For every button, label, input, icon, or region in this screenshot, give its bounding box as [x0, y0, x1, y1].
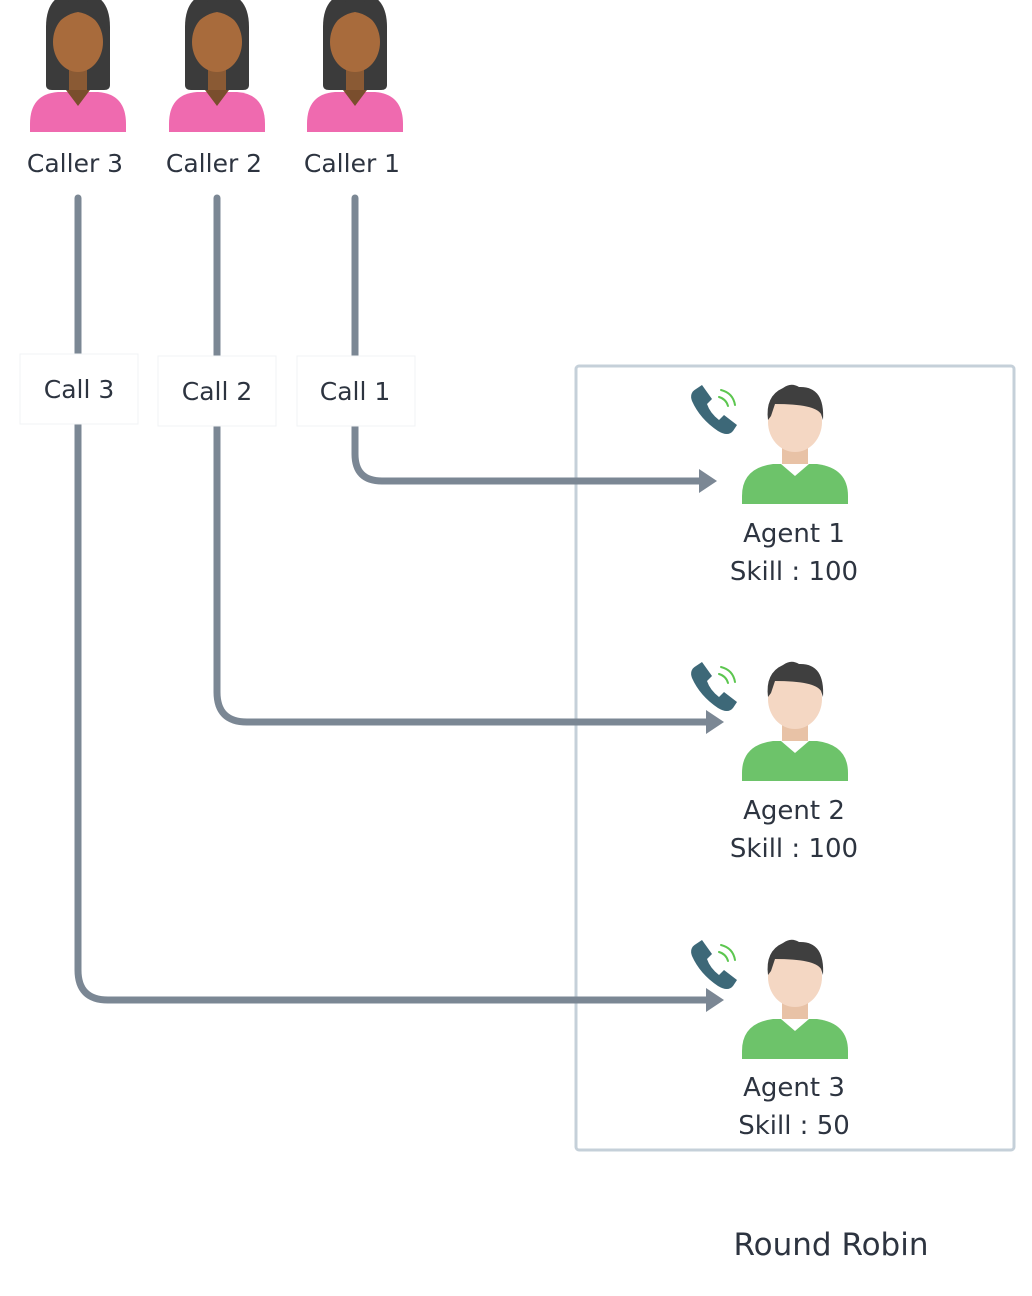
- round-robin-title: Round Robin: [734, 1227, 929, 1263]
- agent-2: Agent 2 Skill : 100: [690, 661, 858, 864]
- male-agent-icon: [742, 939, 848, 1059]
- ringing-phone-icon: [690, 939, 738, 990]
- call-3-box: Call 3: [19, 353, 139, 425]
- female-caller-icon: [307, 0, 403, 132]
- ringing-phone-icon: [690, 661, 738, 712]
- caller-2-label: Caller 2: [166, 149, 262, 178]
- connector-lines: [74, 194, 724, 1012]
- agent-1-skill: Skill : 100: [730, 557, 858, 587]
- call-3-to-agent-3-line: [74, 420, 713, 1004]
- agent-3-skill: Skill : 50: [738, 1111, 850, 1141]
- agent-1: Agent 1 Skill : 100: [690, 384, 858, 587]
- agent-1-name: Agent 1: [743, 519, 845, 549]
- male-agent-icon: [742, 661, 848, 781]
- agent-1-arrowhead: [699, 469, 717, 493]
- female-caller-icon: [30, 0, 126, 132]
- ringing-phone-icon: [690, 384, 738, 435]
- male-agent-icon: [742, 384, 848, 504]
- caller-2: Caller 2: [166, 0, 265, 178]
- agent-2-skill: Skill : 100: [730, 834, 858, 864]
- caller-1-label: Caller 1: [304, 149, 400, 178]
- agent-3-name: Agent 3: [743, 1073, 845, 1103]
- caller-3: Caller 3: [27, 0, 126, 178]
- call-2-box: Call 2: [157, 355, 277, 427]
- call-1-to-agent-1-line: [351, 422, 706, 485]
- call-2-to-agent-2-line: [213, 422, 713, 726]
- call-1-label: Call 1: [320, 377, 391, 406]
- agent-2-name: Agent 2: [743, 796, 845, 826]
- agent-3: Agent 3 Skill : 50: [690, 939, 850, 1141]
- call-2-label: Call 2: [182, 377, 253, 406]
- female-caller-icon: [169, 0, 265, 132]
- caller-1: Caller 1: [304, 0, 403, 178]
- agent-3-arrowhead: [706, 988, 724, 1012]
- call-3-label: Call 3: [44, 375, 115, 404]
- call-1-box: Call 1: [296, 355, 416, 427]
- round-robin-group: [574, 364, 1016, 1152]
- caller-3-label: Caller 3: [27, 149, 123, 178]
- agent-2-arrowhead: [706, 710, 724, 734]
